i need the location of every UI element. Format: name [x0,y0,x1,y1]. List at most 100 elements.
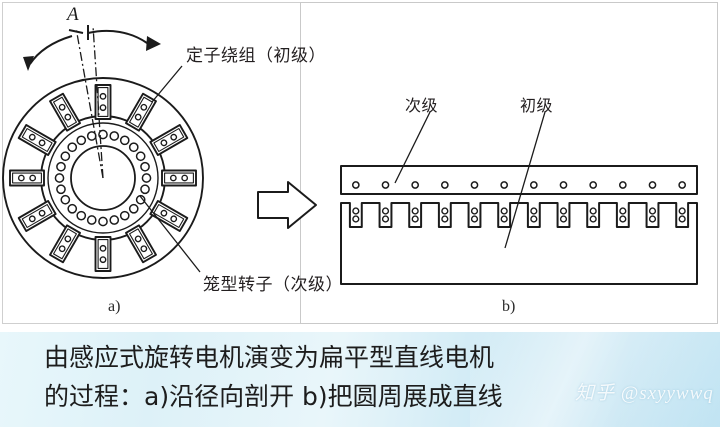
primary-conductor [589,215,597,223]
stator-slot [94,236,112,272]
stator-outer-circle [2,77,204,279]
rotor-bar [98,216,108,227]
rotor-bar [98,129,108,140]
rotor-bar [135,194,146,205]
stator-conductor [38,209,46,217]
primary-conductor [619,207,627,215]
section-marker-label: A [67,4,80,25]
secondary-conductors [351,181,687,189]
section-line-left [75,27,104,179]
stator-conductor [17,174,25,182]
subfigure-a-caption: a) [108,298,121,315]
linear-secondary-label: 次级 [405,96,439,115]
rotor-bar [109,215,120,225]
primary-conductor [559,215,568,223]
primary-conductor [559,207,568,215]
stator-conductor [134,235,142,243]
primary-conductor [678,215,686,223]
secondary-conductor [529,181,538,189]
stator-slot-body [149,124,189,156]
stator-conductor [134,113,142,121]
rotor-bar [109,131,120,141]
caption-panel: 由感应式旋转电机演变为扁平型直线电机 的过程：a)沿径向剖开 b)把圆周展成直线 [0,332,720,427]
section-line-ticks [68,25,89,40]
stator-slot-body [125,224,157,264]
primary-conductor [441,215,449,223]
stator-slot [49,224,81,264]
rotor-bar [60,151,71,162]
cage-rotor-label: 笼型转子（次级） [203,275,343,295]
rotor-bar [119,135,130,146]
linear-motor-diagram [340,111,698,285]
stator-slot-body [49,92,81,132]
stator-slot [17,200,57,232]
stator-slot [49,92,81,132]
stator-conductor [170,215,178,223]
transform-arrow-icon [257,181,317,229]
stator-slot-inner [53,96,77,128]
rotor-bar [86,131,97,141]
secondary-conductor [351,181,360,189]
primary-label-leader [504,111,546,249]
primary-conductor [500,215,508,223]
secondary-conductor [618,181,627,189]
rotor-bar [140,161,150,172]
primary-conductor [381,207,390,215]
stator-conductor [160,139,168,147]
primary-conductor [381,215,390,223]
unroll-arrows [29,29,148,65]
primary-conductors [352,207,686,223]
stator-conductor [140,245,148,253]
stator-slot [9,169,45,187]
rotor-bar [56,161,66,172]
figure-frame-left [2,2,301,324]
stator-slot-inner [164,172,194,184]
stator-slot-inner [21,128,53,152]
secondary-conductor [470,181,479,189]
stator-slot-inner [153,204,185,228]
stator-slot-body [49,224,81,264]
stator-slot-inner [129,96,153,128]
primary-core-outline [340,202,698,285]
stator-label-leader [151,65,183,103]
primary-conductor [678,207,686,215]
stator-conductor [181,174,189,182]
stator-slot-inner [97,239,109,269]
rotor-bar [67,203,78,214]
figure-panel: A 定子绕组（初级） 笼型转子（次级） 次级 初级 a) b) [2,2,718,324]
rotor-bar [128,142,139,153]
stator-slot-body [94,236,112,272]
primary-conductor [530,215,538,223]
primary-conductor [441,207,449,215]
rotor-bar [54,173,65,183]
primary-conductor [530,207,538,215]
primary-conductor [411,215,419,223]
stator-conductor [38,139,46,147]
stator-conductor [99,256,107,264]
stator-slot [94,84,112,120]
stator-slot [149,200,189,232]
rotor-bar [56,184,66,195]
primary-conductor [411,207,419,215]
stator-slot-body [17,124,57,156]
primary-conductor [648,215,657,223]
stator-slot-body [125,92,157,132]
rotor-label-leader [139,195,201,273]
stator-conductor [99,104,107,112]
primary-conductor [500,207,508,215]
secondary-conductor [559,181,568,189]
caption-text: 由感应式旋转电机演变为扁平型直线电机 的过程：a)沿径向剖开 b)把圆周展成直线 [44,343,503,411]
secondary-conductor [678,181,687,189]
stator-winding-label: 定子绕组（初级） [186,46,326,66]
secondary-label-leader [394,111,431,184]
rotor-bar [135,151,146,162]
stator-slot [161,169,197,187]
unroll-arrow-right-head [146,36,161,51]
section-tick-left [68,29,84,34]
stator-conductor [58,103,66,111]
rotor-bar [140,184,150,195]
stator-slot-inner [129,228,153,260]
linear-primary-label: 初级 [520,96,554,115]
secondary-conductor [589,181,598,189]
